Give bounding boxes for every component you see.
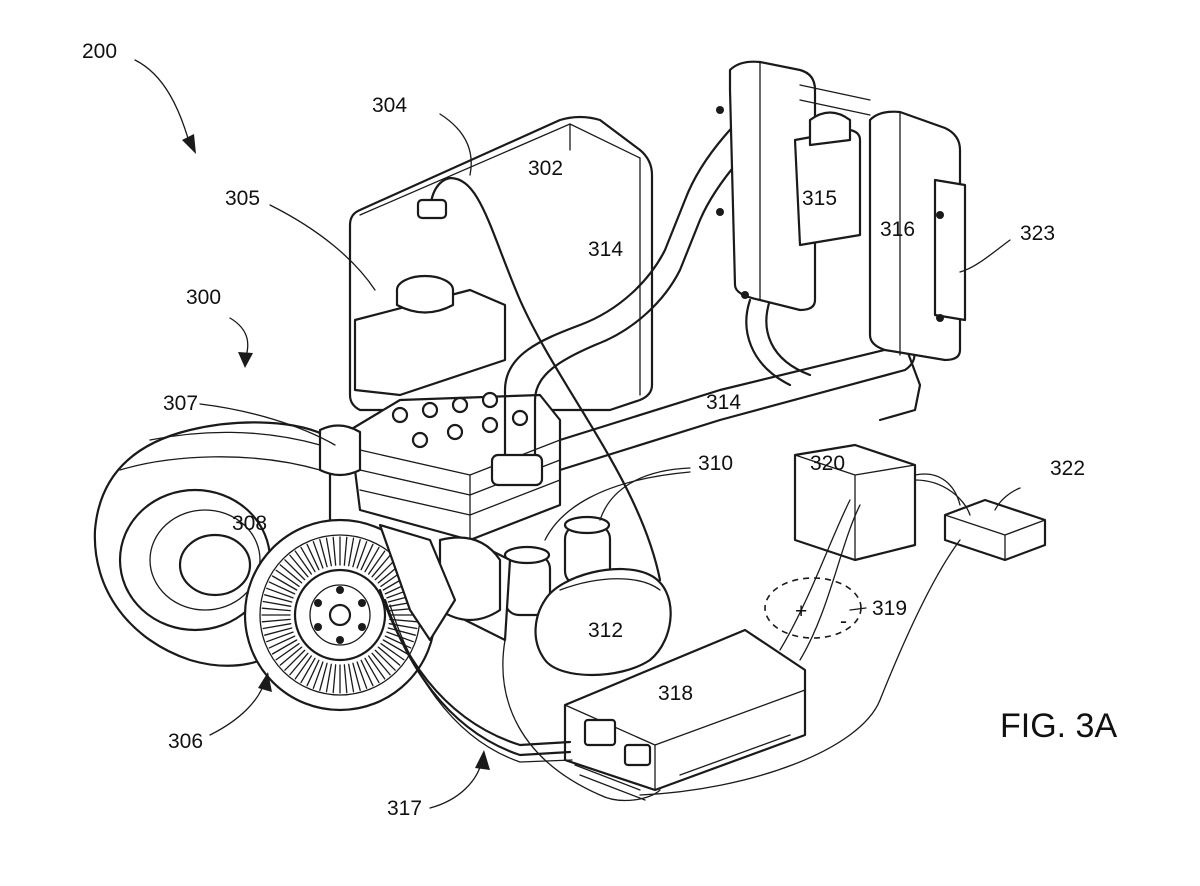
label-314-tank: 314 [588,238,623,261]
generator-fin [374,559,396,581]
generator-fin [374,649,396,671]
generator-fin [279,564,303,584]
leader-lines [134,59,1021,809]
engine-block [318,274,562,542]
radiator-assembly [716,60,967,362]
generator-fin [371,554,391,578]
generator-fin [360,543,374,571]
generator-fin [325,537,332,567]
generator-fin [364,657,380,684]
generator-fin [306,543,320,571]
generator-fin [294,655,312,680]
generator-fin [266,631,294,643]
generator-fin [387,627,416,636]
generator-fin [325,663,332,693]
controller [563,628,807,801]
label-306: 306 [168,730,203,753]
generator-fin [348,663,355,693]
generator-fin [343,664,348,694]
label-314-pipe: 314 [706,391,741,414]
generator-fin [368,655,386,680]
generator-fin [289,554,309,578]
generator-fin [319,662,328,691]
negative-terminal-symbol: - [840,610,847,633]
label-305: 305 [225,187,260,210]
label-322: 322 [1050,457,1085,480]
battery [793,443,917,562]
generator-fin [284,649,306,671]
generator-fin [368,550,386,575]
generator-fin [262,623,292,630]
label-307: 307 [163,392,198,415]
generator-fin [300,546,316,573]
generator-fin [279,646,303,666]
generator-fin [261,607,291,612]
generator-fin [284,559,306,581]
label-323: 323 [1020,222,1055,245]
label-312: 312 [588,619,623,642]
generator-fin [364,546,380,573]
generator-fin [343,536,348,566]
generator-fin [312,541,324,569]
generator-fin [268,635,296,649]
generator-fin [306,659,320,687]
generator-fin [360,659,374,687]
generator-fin [352,662,361,691]
generator-fin [356,541,368,569]
generator-fin [300,657,316,684]
generator-fin [266,587,294,599]
generator-fin [275,643,300,661]
generator-fin [356,661,368,689]
exhaust-muffler [93,421,332,667]
pressure-tank [534,567,672,677]
label-315: 315 [802,187,837,210]
generator-fin [271,639,298,655]
generator-fin [264,594,293,603]
label-302: 302 [528,157,563,180]
generator-fins [261,536,419,694]
label-308: 308 [232,512,267,535]
generator-fin [268,581,296,595]
generator-fin [271,575,298,591]
battery-terminals: + - [764,577,862,639]
generator-fin [275,569,300,587]
generator-fin [261,618,291,623]
generator-fin [294,550,312,575]
positive-terminal-symbol: + [795,600,807,623]
generator-fin [377,646,401,666]
label-304: 304 [372,94,407,117]
generator-fin [380,643,405,661]
figure-caption: FIG. 3A [1000,707,1117,745]
generator-fin [289,652,309,676]
generator-fin [319,539,328,568]
generator-fin [371,652,391,676]
generator-fin [312,661,324,689]
generator-fin [332,664,337,694]
generator [243,518,457,712]
generator-fin [382,639,409,655]
generator-fin [332,536,337,566]
reference-labels: 200 300 302 304 305 306 307 308 310 312 … [82,40,1085,820]
generator-fin [262,600,292,607]
label-300: 300 [186,286,221,309]
label-317: 317 [387,797,422,820]
head-bolts [391,391,529,449]
label-310: 310 [698,452,733,475]
generator-fin [384,635,412,649]
wiring [378,473,971,802]
label-316: 316 [880,218,915,241]
generator-fin [352,539,361,568]
generator-fin [264,627,293,636]
label-318: 318 [658,682,693,705]
label-200: 200 [82,40,117,63]
label-319: 319 [872,597,907,620]
generator-fin [348,537,355,567]
label-320: 320 [810,452,845,475]
